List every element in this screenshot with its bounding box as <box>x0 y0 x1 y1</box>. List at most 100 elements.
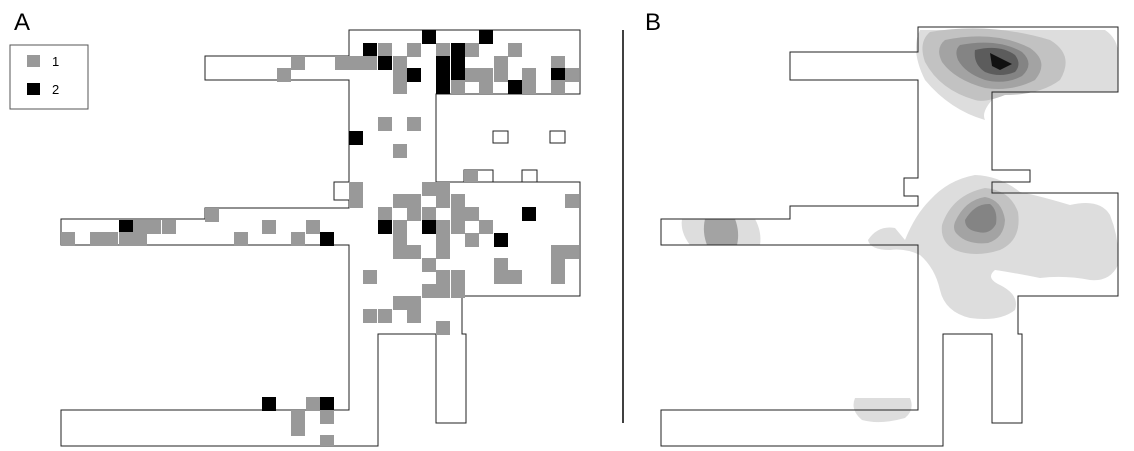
cell-level-1 <box>479 80 493 94</box>
panel-a: A 1 2 <box>9 9 581 447</box>
cell-level-1 <box>349 56 363 70</box>
cell-level-1 <box>205 208 219 222</box>
cell-level-1 <box>234 232 248 246</box>
cell-level-1 <box>133 232 147 246</box>
cell-level-1 <box>393 245 407 259</box>
cell-level-1 <box>147 220 161 234</box>
cell-level-1 <box>407 309 421 323</box>
cell-level-2 <box>522 207 536 221</box>
cell-level-1 <box>407 245 421 259</box>
cell-level-1 <box>407 296 421 310</box>
cell-level-1 <box>320 410 334 424</box>
cell-level-1 <box>363 56 377 70</box>
cell-level-1 <box>378 207 392 221</box>
cell-level-1 <box>393 80 407 94</box>
panel-b-label: B <box>645 9 661 36</box>
cell-level-1 <box>320 435 334 446</box>
cell-level-1 <box>291 56 305 70</box>
density-hotspot-middle <box>868 175 1119 319</box>
cell-level-1 <box>551 258 565 272</box>
cell-level-1 <box>262 220 276 234</box>
cell-level-1 <box>291 410 305 424</box>
cell-level-1 <box>422 284 436 298</box>
cell-level-1 <box>451 194 465 208</box>
legend-swatch-2 <box>27 83 40 95</box>
density-hotspot-top <box>916 28 1119 120</box>
legend: 1 2 <box>9 44 89 110</box>
cell-level-2 <box>494 233 508 247</box>
cell-level-1 <box>378 309 392 323</box>
cell-level-1 <box>494 258 508 272</box>
cell-level-1 <box>551 80 565 94</box>
cell-level-1 <box>494 270 508 284</box>
cell-level-1 <box>508 43 522 57</box>
cell-level-1 <box>407 194 421 208</box>
cell-level-2 <box>551 68 565 82</box>
cell-level-1 <box>349 182 363 196</box>
cell-level-2 <box>378 220 392 234</box>
cell-level-1 <box>119 232 133 246</box>
legend-label-1: 1 <box>52 54 59 69</box>
cell-level-1 <box>422 258 436 272</box>
cell-level-1 <box>61 232 75 246</box>
cell-level-1 <box>393 56 407 70</box>
cell-level-1 <box>465 68 479 82</box>
cell-level-1 <box>306 397 320 411</box>
cell-level-1 <box>565 245 579 259</box>
cell-level-1 <box>494 56 508 70</box>
cell-level-2 <box>436 80 450 94</box>
cell-level-1 <box>363 270 377 284</box>
cell-level-1 <box>407 117 421 131</box>
cell-level-1 <box>551 56 565 70</box>
legend-box <box>9 44 89 110</box>
cell-level-1 <box>436 245 450 259</box>
cell-level-2 <box>363 43 377 57</box>
cell-level-1 <box>291 422 305 436</box>
cell-level-2 <box>422 30 436 44</box>
cell-level-1 <box>393 296 407 310</box>
cell-level-1 <box>378 117 392 131</box>
cell-level-1 <box>436 194 450 208</box>
legend-label-2: 2 <box>52 82 59 97</box>
cell-level-2 <box>508 80 522 94</box>
cell-level-2 <box>378 56 392 70</box>
cell-level-1 <box>306 220 320 234</box>
cell-level-1 <box>565 68 579 82</box>
cell-level-1 <box>465 207 479 221</box>
cell-level-1 <box>393 68 407 82</box>
cell-level-1 <box>451 207 465 221</box>
cell-level-1 <box>436 270 450 284</box>
cell-level-1 <box>436 182 450 196</box>
cell-level-1 <box>90 232 104 246</box>
cell-level-2 <box>320 397 334 411</box>
cell-level-2 <box>119 220 133 234</box>
cell-level-1 <box>363 309 377 323</box>
panel-b: B <box>645 9 1119 447</box>
cell-level-2 <box>320 232 334 246</box>
cell-level-1 <box>451 80 465 94</box>
cell-level-1 <box>479 68 493 82</box>
cell-level-2 <box>451 68 465 82</box>
cell-level-1 <box>104 232 118 246</box>
cell-level-1 <box>393 220 407 234</box>
cell-level-2 <box>451 56 465 70</box>
occupancy-cells <box>61 30 579 446</box>
cell-level-1 <box>393 144 407 158</box>
density-hotspot-left <box>681 219 761 245</box>
cell-level-1 <box>451 270 465 284</box>
cell-level-1 <box>436 233 450 247</box>
cell-level-1 <box>508 270 522 284</box>
cell-level-1 <box>422 182 436 196</box>
cell-level-1 <box>436 220 450 234</box>
cell-level-2 <box>262 397 276 411</box>
cell-level-1 <box>436 43 450 57</box>
density-contour <box>990 53 1012 70</box>
cell-level-1 <box>551 270 565 284</box>
cell-level-1 <box>349 194 363 208</box>
cell-level-2 <box>451 43 465 57</box>
cell-level-1 <box>551 245 565 259</box>
cell-level-1 <box>522 80 536 94</box>
cell-level-2 <box>422 220 436 234</box>
cell-level-1 <box>277 68 291 82</box>
